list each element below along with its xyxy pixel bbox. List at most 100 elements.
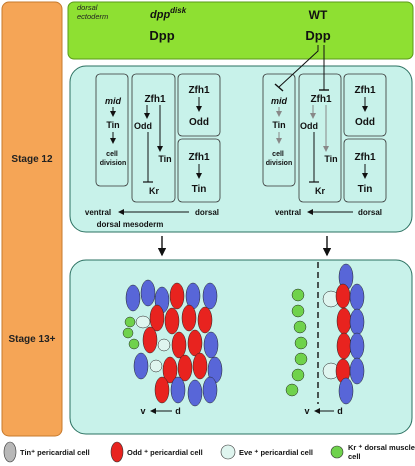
kr-cell [294,336,308,350]
dpp-right: Dpp [305,28,330,43]
left-odd: Odd [134,121,152,131]
ectoderm-label: dorsal ectoderm [77,3,108,21]
right-zfh1-b: Zfh1 [354,85,376,96]
tin-cell [170,376,186,404]
right-tin-box [343,138,387,203]
right-kr: Kr [315,186,325,196]
right-dorsal: dorsal [358,208,382,217]
odd-cell [187,329,203,357]
stage12-label: Stage 12 [11,154,53,165]
legend-eve-swatch [220,444,236,460]
kr-cell [128,338,140,350]
tin-cell [349,357,365,385]
left-mid: mid [105,96,122,106]
legend: Tin⁺ pericardial cell Odd ⁺ pericardial … [3,441,415,463]
right-odd-b: Odd [355,117,375,128]
legend-tin-swatch [3,441,17,463]
tin-cell [349,308,365,336]
odd-cell [181,304,197,332]
left-dorsal: dorsal [195,208,219,217]
tin-cell [349,332,365,360]
stage13-right-d: d [337,406,343,416]
ectoderm-bar [67,1,414,60]
odd-cell [154,376,170,404]
stage13-left-v: v [140,406,145,416]
kr-cell [285,383,299,397]
tin-cell [140,279,156,307]
right-tin2: Tin [324,154,337,164]
odd-cell [162,356,178,384]
odd-cell [336,307,352,335]
left-mid-box [95,73,129,187]
left-kr: Kr [149,186,159,196]
tin-cell [338,377,354,405]
odd-cell [142,326,158,354]
stage13-label: Stage 13+ [9,334,56,345]
kr-cell [293,320,307,334]
mutant-label: dppdisk [150,6,187,21]
eve-cell [135,315,151,329]
legend-eve-label: Eve ⁺ pericardial cell [239,448,313,457]
legend-kr-label: Kr ⁺ dorsal muscle cell [348,443,415,461]
left-tin2: Tin [158,154,171,164]
right-tin: Tin [272,120,285,130]
left-ventral: ventral [85,208,111,217]
odd-cell [149,304,165,332]
right-zfh1-c: Zfh1 [354,152,376,163]
right-zfh1-box [298,73,342,203]
legend-odd-label: Odd ⁺ pericardial cell [127,448,203,457]
left-zfh1-box [131,73,176,203]
left-tin-box [177,138,221,203]
left-odd-b: Odd [189,117,209,128]
tin-cell [202,376,218,404]
odd-cell [192,352,208,380]
right-ventral: ventral [275,208,301,217]
left-zfh1-c: Zfh1 [188,152,210,163]
right-odd-box [343,73,387,137]
odd-cell [197,306,213,334]
kr-cell [291,288,305,302]
left-zfh1: Zfh1 [144,94,166,105]
right-tin-c: Tin [358,184,373,195]
right-mid-box [262,73,296,187]
odd-cell [336,332,352,360]
legend-tin-label: Tin⁺ pericardial cell [20,448,90,457]
eve-cell [157,338,171,352]
left-cell-division: cell division [100,151,126,167]
eve-cell [149,359,163,373]
left-tin: Tin [106,120,119,130]
odd-cell [169,282,185,310]
right-zfh1: Zfh1 [310,94,332,105]
left-odd-box [177,73,221,137]
mesoderm-label: dorsal mesoderm [97,220,164,229]
kr-cell [122,327,134,339]
odd-cell [171,331,187,359]
odd-cell [177,354,193,382]
tin-cell [203,331,219,359]
right-cell-division: cell division [266,151,292,167]
left-tin-c: Tin [192,184,207,195]
legend-kr-swatch [330,445,344,459]
odd-cell [164,307,180,335]
tin-cell [187,379,203,407]
tin-cell [202,282,218,310]
stage-column [1,1,63,437]
dpp-left: Dpp [149,28,174,43]
mutant-cell-cluster [122,279,223,407]
kr-cell [124,316,136,328]
stage13-right-v: v [304,406,309,416]
tin-cell [125,284,141,312]
odd-cell [335,283,351,309]
stage13-left-d: d [175,406,181,416]
tin-cell [349,283,365,311]
left-zfh1-b: Zfh1 [188,85,210,96]
wt-cell-arrangement [285,262,365,405]
kr-cell [291,304,305,318]
right-mid: mid [271,96,288,106]
kr-cell [291,368,305,382]
right-odd: Odd [300,121,318,131]
kr-cell [294,352,308,366]
wt-label: WT [309,8,328,22]
tin-cell [133,352,149,380]
